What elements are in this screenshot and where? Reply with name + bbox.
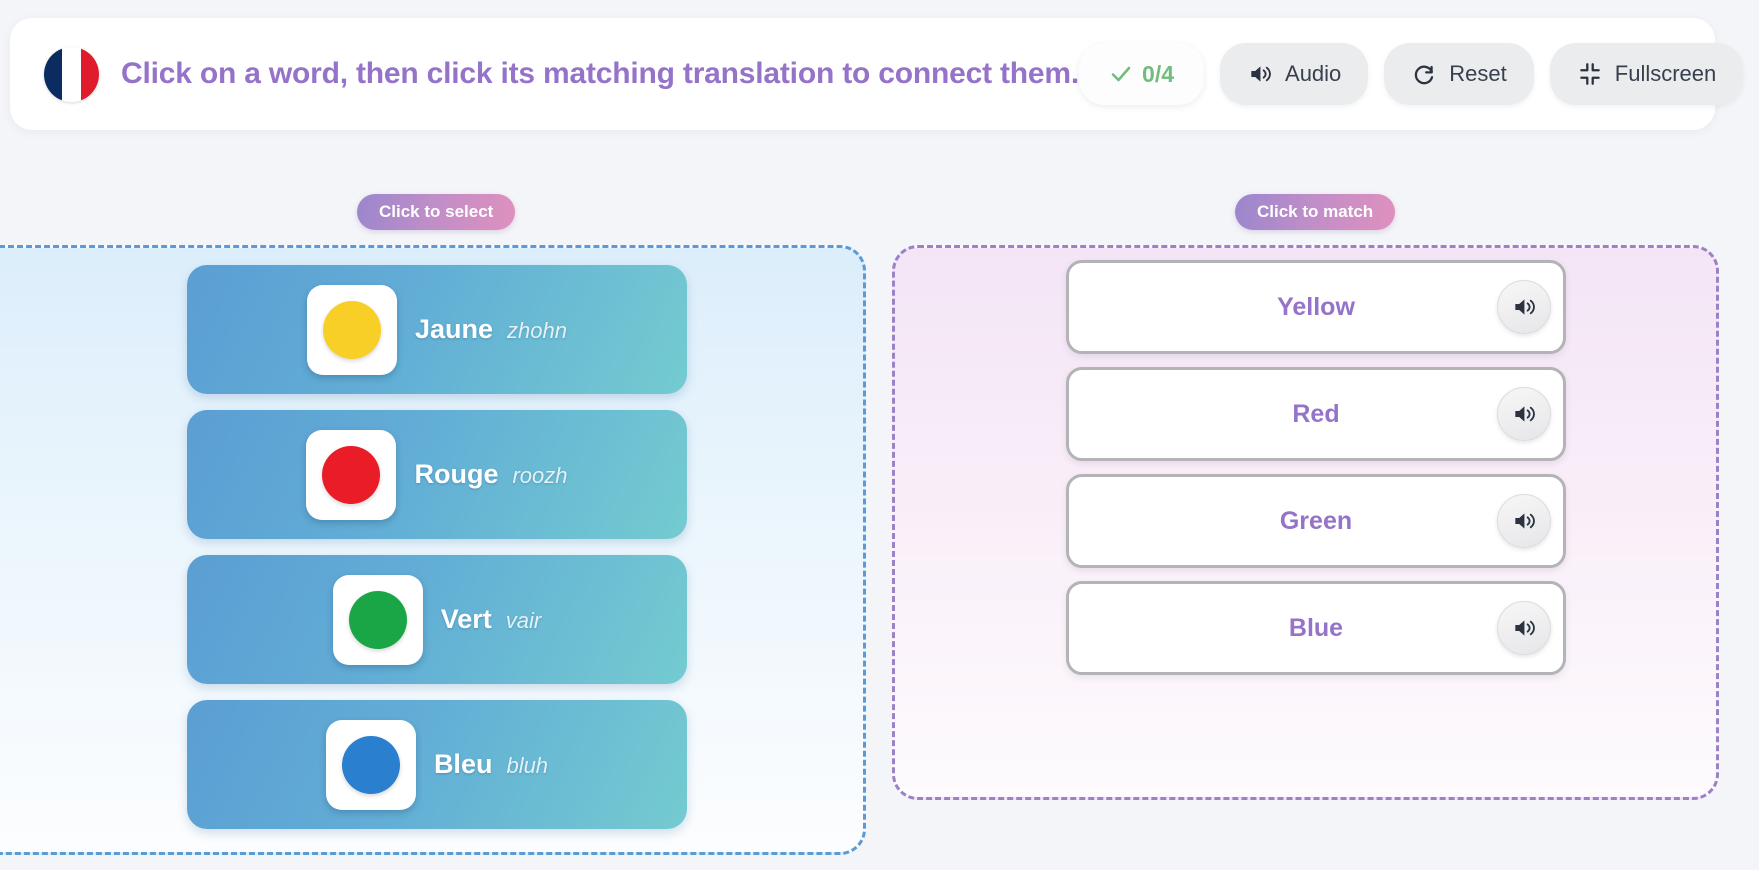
left-panel-pill: Click to select [357,194,516,230]
translation-label: Green [1279,506,1353,535]
speaker-icon[interactable] [1497,280,1551,334]
word-card[interactable]: Jaune zhohn [187,265,687,394]
word-card[interactable]: Rouge roozh [187,410,687,539]
word-card-text: Bleu bluh [434,749,548,780]
translation-card[interactable]: Yellow [1066,260,1566,354]
audio-button-label: Audio [1285,61,1342,86]
yellow-swatch [323,300,381,359]
translation-label: Blue [1288,613,1344,642]
translation-card[interactable]: Green [1066,474,1566,568]
right-panel-pill-label: Click to match [1257,202,1374,221]
translation-label: Red [1292,399,1340,428]
word-card-text: Vert vair [441,604,542,635]
green-swatch [348,590,407,649]
word-card-text: Rouge roozh [414,459,567,490]
flag-stripe-blue [44,46,63,102]
color-swatch-tile [306,429,397,520]
word-term: Vert [440,604,492,634]
flag-stripe-red [80,46,99,102]
translation-card-list: Yellow Red Green [1066,260,1566,675]
flag-stripe-white [62,46,81,102]
word-pronunciation: roozh [512,463,568,488]
france-flag-icon [44,46,99,102]
reset-button-label: Reset [1449,61,1507,86]
word-term: Bleu [433,749,493,779]
audio-button[interactable]: Audio [1220,43,1369,105]
word-term: Jaune [415,314,494,344]
color-swatch-tile [307,284,397,375]
translation-card[interactable]: Red [1066,367,1566,461]
left-panel-pill-label: Click to select [379,202,494,221]
instruction-title: Click on a word, then click its matching… [121,57,1080,90]
word-card-list: Jaune zhohn Rouge roozh Vert vair Bleu b… [187,265,687,829]
red-swatch [322,445,381,504]
word-card-text: Jaune zhohn [415,314,567,345]
check-icon [1109,62,1133,86]
header-actions: 0/4 Audio Reset [1079,43,1744,105]
word-term: Rouge [414,459,499,489]
refresh-icon [1411,61,1437,87]
blue-swatch [341,735,400,794]
word-card[interactable]: Vert vair [187,555,687,684]
word-pronunciation: vair [505,608,542,633]
speaker-icon [1247,61,1273,87]
fullscreen-button-label: Fullscreen [1614,61,1717,86]
color-swatch-tile [325,719,416,810]
compress-icon [1577,61,1603,87]
speaker-icon[interactable] [1497,387,1551,441]
speaker-icon[interactable] [1497,601,1551,655]
speaker-icon[interactable] [1497,494,1551,548]
reset-button[interactable]: Reset [1384,43,1534,105]
right-panel-pill: Click to match [1235,194,1396,230]
color-swatch-tile [332,574,423,665]
translation-card[interactable]: Blue [1066,581,1566,675]
header-bar: Click on a word, then click its matching… [10,18,1744,130]
fullscreen-button[interactable]: Fullscreen [1549,43,1744,105]
translation-label: Yellow [1277,292,1355,321]
word-pronunciation: zhohn [507,318,567,343]
score-badge: 0/4 [1079,43,1205,105]
word-pronunciation: bluh [506,753,549,778]
score-value: 0/4 [1142,60,1175,87]
word-card[interactable]: Bleu bluh [187,700,687,829]
